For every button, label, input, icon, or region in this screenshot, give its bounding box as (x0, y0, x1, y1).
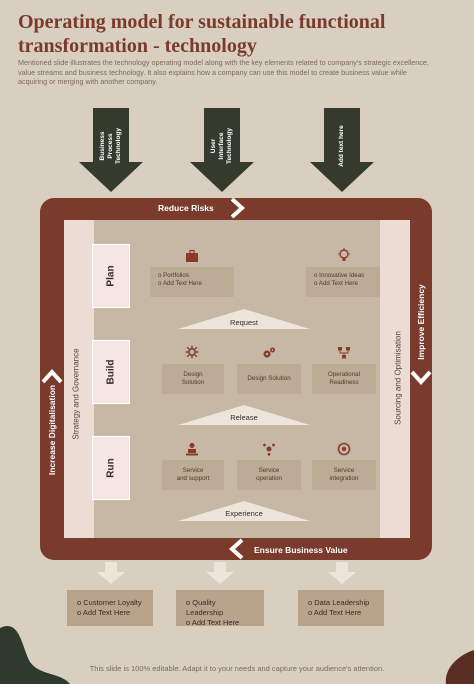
card-text: Service operation (256, 467, 282, 482)
cogs-icon (263, 443, 275, 456)
run-card-service-integration: Service integration (312, 460, 376, 490)
arrow-label: Add text here (338, 125, 345, 167)
arrow-business-process: Business Process Technology (79, 108, 143, 192)
arrow-down-icon (79, 108, 143, 192)
decorative-blob-left (0, 625, 70, 684)
run-card-service-operation: Service operation (237, 460, 301, 490)
arrow-label: User Interface Technology (210, 128, 233, 164)
arrow-down-icon (328, 562, 356, 584)
strategy-strip (64, 220, 94, 538)
outcome-item: Quality Leadership (186, 598, 254, 618)
outcome-data-leadership: Data Leadership Add Text Here (298, 590, 384, 626)
build-card-design-solution-2: Design Solution (237, 364, 301, 394)
card-text: Design Solution (247, 375, 291, 382)
card-text: Operational Readiness (328, 371, 360, 386)
release-label: Release (230, 413, 258, 422)
phase-run: Run (92, 436, 130, 500)
arrow-user-interface: User Interface Technology (190, 108, 254, 192)
sourcing-optimisation-label: Sourcing and Optimisation (393, 331, 403, 425)
experience-label: Experience (225, 509, 263, 518)
card-text: Service integration (329, 467, 359, 482)
card-text: Design Solution (181, 371, 205, 386)
plan-card-ideas: Innovative IdeasAdd Text Here (306, 267, 380, 297)
arrow-add-text: Add text here (310, 108, 374, 192)
request-label: Request (230, 318, 258, 327)
arrow-down-icon (310, 108, 374, 192)
network-icon (338, 347, 350, 359)
card-item: Add Text Here (314, 280, 372, 288)
gear-cluster-icon (185, 345, 199, 359)
arrow-down-icon (190, 108, 254, 192)
frame-top-label: Reduce Risks (158, 203, 214, 213)
phase-label: Run (105, 458, 117, 478)
page-subtitle: Mentioned slide illustrates the technolo… (18, 58, 429, 86)
arrow-label: Business Process Technology (99, 128, 122, 164)
card-item: Portfolios (158, 272, 226, 280)
page-title: Operating model for sustainable function… (18, 11, 386, 57)
phase-build: Build (92, 340, 130, 404)
chevron-up-icon (41, 369, 63, 384)
phase-label: Plan (105, 265, 117, 287)
phase-plan: Plan (92, 244, 130, 308)
chevron-down-icon (410, 370, 432, 385)
lightbulb-icon (338, 248, 350, 261)
briefcase-icon (186, 249, 198, 262)
outcome-quality-leadership: Quality Leadership Add Text Here (176, 590, 264, 628)
frame-bottom-label: Ensure Business Value (254, 545, 348, 555)
gears-icon (263, 347, 275, 358)
release-triangle (178, 405, 310, 425)
experience-triangle (178, 501, 310, 521)
outcome-item: Add Text Here (186, 618, 254, 628)
plan-card-portfolios: PortfoliosAdd Text Here (150, 267, 234, 297)
outcome-item: Add Text Here (308, 608, 374, 618)
footer-note: This slide is 100% editable. Adapt it to… (89, 664, 385, 673)
request-triangle (178, 309, 310, 329)
arrow-down-icon (206, 562, 234, 584)
frame-left-label: Increase Digitalisation (47, 384, 57, 476)
outcome-customer-loyalty: Customer Loyalty Add Text Here (67, 590, 153, 626)
outcome-item: Add Text Here (77, 608, 143, 618)
support-person-icon (186, 443, 198, 456)
arrow-down-icon (97, 562, 125, 584)
strategy-governance-label: Strategy and Governance (71, 348, 81, 440)
frame-right-label: Improve Efficiency (416, 284, 426, 360)
card-item: Add Text Here (158, 280, 226, 288)
outcome-item: Data Leadership (308, 598, 374, 608)
build-card-operational-readiness: Operational Readiness (312, 364, 376, 394)
chevron-left-icon (229, 538, 244, 560)
chevron-right-icon (230, 197, 245, 219)
outcome-item: Customer Loyalty (77, 598, 143, 608)
phase-label: Build (105, 359, 117, 385)
decorative-blob-right (445, 650, 474, 684)
card-text: Service and support (176, 467, 210, 482)
integration-icon (337, 442, 351, 456)
sourcing-strip (380, 220, 410, 538)
card-item: Innovative Ideas (314, 272, 372, 280)
run-card-service-support: Service and support (162, 460, 224, 490)
build-card-design-solution: Design Solution (162, 364, 224, 394)
